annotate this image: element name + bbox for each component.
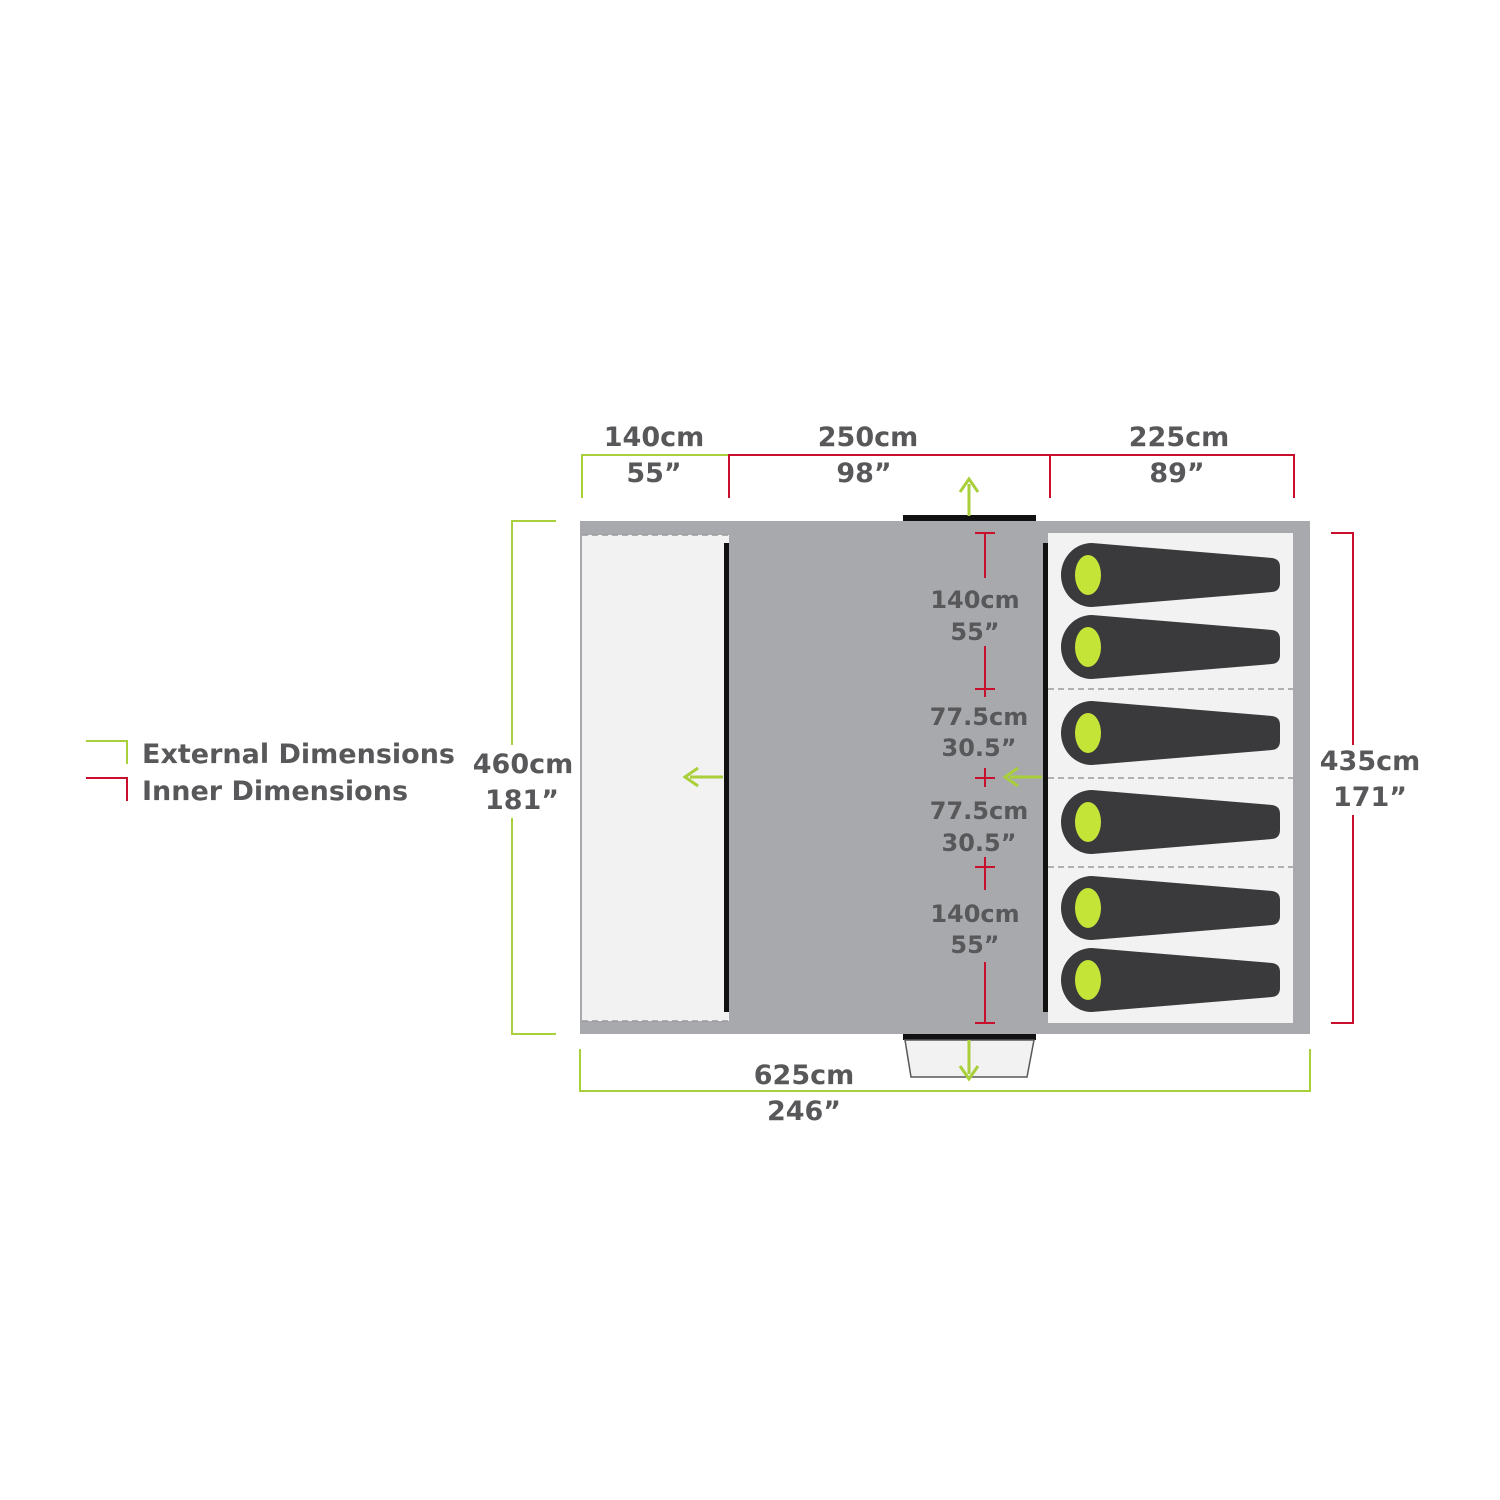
left-dimension: 460cm 181”: [473, 520, 574, 1035]
top-dim-bedroom-line: [1050, 454, 1295, 498]
legend: External Dimensions Inner Dimensions: [86, 739, 455, 807]
sleeping-bag-icon: [1061, 790, 1280, 854]
top-dim-bedroom-in: 89”: [1149, 458, 1204, 489]
top-door-bar: [903, 515, 1036, 521]
arrow-top-icon: [958, 476, 980, 516]
legend-inner-label: Inner Dimensions: [142, 776, 408, 807]
top-dim-porch-line: [581, 454, 729, 498]
bedroom-dim-4-cm: 140cm: [930, 900, 1019, 928]
right-dim-cm: 435cm: [1320, 746, 1421, 777]
sleeping-bags: [1061, 543, 1280, 1012]
bedroom-dim-3-cm: 77.5cm: [930, 797, 1028, 825]
right-dim-in: 171”: [1333, 782, 1407, 813]
top-dim-living-line: [728, 454, 1051, 498]
bedroom-door-bar: [1043, 543, 1048, 1012]
bedroom-dim-1-in: 55”: [950, 618, 999, 646]
sleeping-bag-icon: [1061, 876, 1280, 940]
porch-door-bar: [724, 543, 729, 1012]
door-arrows: [682, 476, 1042, 1082]
top-dim-living-in: 98”: [836, 458, 891, 489]
bedroom-dim-2-in: 30.5”: [942, 734, 1017, 762]
left-dim-line-top: [511, 520, 556, 745]
left-dim-line-bottom: [511, 818, 556, 1035]
top-dim-living-cm: 250cm: [818, 422, 919, 453]
right-dim-line-top: [1331, 532, 1354, 745]
bedroom-dim-3-in: 30.5”: [942, 829, 1017, 857]
bedroom-dim-1-cm: 140cm: [930, 586, 1019, 614]
top-dim-bedroom-cm: 225cm: [1129, 422, 1230, 453]
bottom-door-bar: [903, 1034, 1036, 1040]
top-dimensions: 140cm 55” 250cm 98” 225cm 89”: [581, 422, 1295, 498]
legend-external-swatch: [86, 740, 128, 764]
arrow-bottom-icon: [958, 1040, 980, 1082]
bedroom-dimensions: 140cm 55” 77.5cm 30.5” 77.5cm 30.5” 140c…: [930, 532, 1028, 1024]
bedroom-dim-4-in: 55”: [950, 931, 999, 959]
sleeping-bag-icon: [1061, 615, 1280, 679]
top-dim-porch-cm: 140cm: [604, 422, 705, 453]
right-dimension: 435cm 171”: [1320, 532, 1421, 1024]
left-dim-cm: 460cm: [473, 749, 574, 780]
legend-external-label: External Dimensions: [142, 739, 455, 770]
arrow-porch-icon: [682, 766, 723, 788]
bottom-dim-line: [579, 1049, 1311, 1092]
sleeping-bag-icon: [1061, 701, 1280, 765]
bottom-dim-cm: 625cm: [754, 1060, 855, 1091]
arrow-bedroom-icon: [1002, 766, 1042, 788]
right-dim-line-bottom: [1331, 815, 1354, 1024]
bedroom-dim-2-cm: 77.5cm: [930, 703, 1028, 731]
bottom-dimension: 625cm 246”: [579, 1049, 1311, 1127]
left-dim-in: 181”: [485, 785, 559, 816]
top-dim-porch-in: 55”: [626, 458, 681, 489]
legend-inner-swatch: [86, 777, 128, 801]
bottom-dim-in: 246”: [767, 1096, 841, 1127]
sleeping-bag-icon: [1061, 948, 1280, 1012]
sleeping-bag-icon: [1061, 543, 1280, 607]
